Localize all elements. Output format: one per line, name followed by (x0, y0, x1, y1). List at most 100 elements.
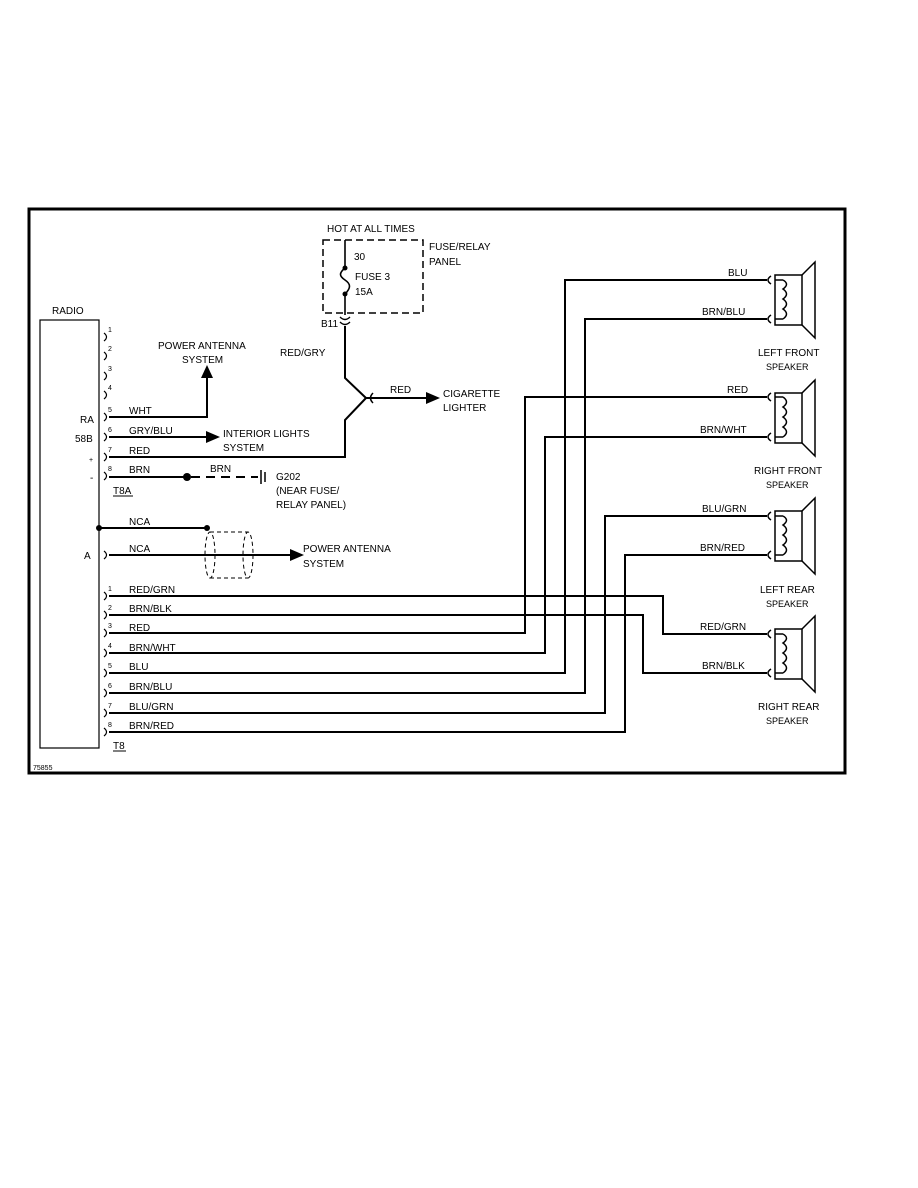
wire-label-gry-blu: GRY/BLU (129, 426, 173, 437)
t8-pin-8: 8 (108, 722, 112, 729)
wire-red-speaker (109, 396, 767, 634)
speaker-right-rear-label: RIGHT REAR (758, 702, 820, 713)
t8a-pin-2: 2 (108, 346, 112, 353)
shield-node (204, 525, 210, 531)
wire-red-to-t8a-7 (109, 397, 367, 458)
t8-wire-label-4: BRN/WHT (129, 643, 176, 654)
cigarette-lighter-label-2: LIGHTER (443, 403, 486, 414)
wire-red-grn (109, 595, 767, 635)
radio-title: RADIO (52, 306, 84, 317)
power-antenna-bottom-label: POWER ANTENNA (303, 544, 391, 555)
arrow-power-antenna-top (201, 365, 213, 378)
fuse-rating-label: 15A (355, 287, 373, 298)
radio-label-ra: RA (80, 415, 94, 426)
power-antenna-top-label: POWER ANTENNA (158, 341, 246, 352)
speaker-left-rear-label-2: SPEAKER (766, 599, 809, 609)
wire-label-red-gry: RED/GRY (280, 348, 326, 359)
speaker-wire-label-rf-bottom: BRN/WHT (700, 425, 747, 436)
speaker-right-rear (767, 614, 816, 694)
power-antenna-bottom-label-2: SYSTEM (303, 559, 344, 570)
arrow-interior-lights (206, 431, 220, 443)
t8-pin-4: 4 (108, 643, 112, 650)
wire-brn-blk (109, 614, 767, 674)
arrow-cigarette-lighter (426, 392, 440, 404)
speaker-right-front-label: RIGHT FRONT (754, 466, 822, 477)
speaker-left-front (767, 260, 816, 340)
t8a-pin-4: 4 (108, 385, 112, 392)
speaker-wire-label-lf-top: BLU (728, 268, 747, 279)
t8-pin-brackets (103, 591, 108, 737)
t8a-pin-5: 5 (108, 407, 112, 414)
connector-t8-label: T8 (113, 741, 125, 752)
ground-label: G202 (276, 472, 301, 483)
radio-body (39, 319, 100, 749)
t8-wire-label-8: BRN/RED (129, 721, 174, 732)
t8-pin-5: 5 (108, 663, 112, 670)
radio-label-58b: 58B (75, 434, 93, 445)
wire-wht (109, 378, 208, 418)
t8a-pin-numbers: 1 2 3 4 5 6 7 8 (108, 327, 112, 473)
wire-label-nca-2: NCA (129, 544, 150, 555)
speaker-wire-label-rf-top: RED (727, 385, 748, 396)
diagram-frame (27, 207, 847, 775)
t8-wire-label-3: RED (129, 623, 150, 634)
speaker-right-front (767, 378, 816, 458)
t8-wire-label-5: BLU (129, 662, 148, 673)
terminal-30-label: 30 (354, 252, 366, 263)
wire-label-red-t8a: RED (129, 446, 150, 457)
hot-at-all-times-label: HOT AT ALL TIMES (327, 224, 415, 235)
t8a-pin-3: 3 (108, 366, 112, 373)
t8-pin-7: 7 (108, 703, 112, 710)
figure-id: 75855 (33, 765, 53, 772)
t8-wire-label-1: RED/GRN (129, 585, 175, 596)
fuse-relay-panel-box (322, 239, 424, 314)
nca-2-bracket (103, 550, 108, 560)
radio-label-plus: + (89, 457, 93, 464)
shielded-cable-symbol (204, 531, 254, 579)
fuse-name-label: FUSE 3 (355, 272, 390, 283)
speaker-right-front-label-2: SPEAKER (766, 480, 809, 490)
fuse-relay-panel-label-2: PANEL (429, 257, 461, 268)
wire-brn-wht (109, 436, 767, 654)
speaker-wire-label-lr-top: BLU/GRN (702, 504, 746, 515)
ground-label-3: RELAY PANEL) (276, 500, 346, 511)
wire-label-nca-1: NCA (129, 517, 150, 528)
speaker-left-rear (767, 496, 816, 576)
speaker-right-rear-label-2: SPEAKER (766, 716, 809, 726)
speaker-left-rear-label: LEFT REAR (760, 585, 815, 596)
wire-brn-red (109, 554, 767, 733)
t8-pin-3: 3 (108, 623, 112, 630)
connector-b11-symbol (339, 316, 351, 326)
t8-pin-6: 6 (108, 683, 112, 690)
interior-lights-label-2: SYSTEM (223, 443, 264, 454)
t8a-pin-brackets (103, 332, 108, 481)
wire-label-brn-ground: BRN (210, 464, 231, 475)
t8-wire-label-7: BLU/GRN (129, 702, 173, 713)
speaker-wire-label-rr-top: RED/GRN (700, 622, 746, 633)
speaker-wire-label-lf-bottom: BRN/BLU (702, 307, 745, 318)
cigarette-lighter-label: CIGARETTE (443, 389, 501, 400)
t8a-pin-1: 1 (108, 327, 112, 334)
ground-label-2: (NEAR FUSE/ (276, 486, 340, 497)
brn-splice-node (183, 473, 191, 481)
wire-blu-grn (109, 515, 767, 714)
speaker-wire-label-lr-bottom: BRN/RED (700, 543, 745, 554)
speaker-left-front-label: LEFT FRONT (758, 348, 819, 359)
speaker-left-front-label-2: SPEAKER (766, 362, 809, 372)
t8a-pin-7: 7 (108, 447, 112, 454)
connector-b11-label: B11 (321, 319, 338, 330)
fuse-symbol (339, 240, 351, 315)
t8-pin-2: 2 (108, 605, 112, 612)
t8a-pin-8: 8 (108, 466, 112, 473)
t8a-pin-6: 6 (108, 427, 112, 434)
t8-speaker-wires (109, 279, 767, 733)
wire-label-brn: BRN (129, 465, 150, 476)
arrow-power-antenna-bottom (290, 549, 304, 561)
wire-label-red-lighter: RED (390, 385, 411, 396)
wire-brn-blu (109, 318, 767, 694)
interior-lights-label: INTERIOR LIGHTS (223, 429, 310, 440)
wire-blu (109, 279, 767, 674)
t8-pin-1: 1 (108, 586, 112, 593)
radio-label-a: A (84, 551, 91, 562)
